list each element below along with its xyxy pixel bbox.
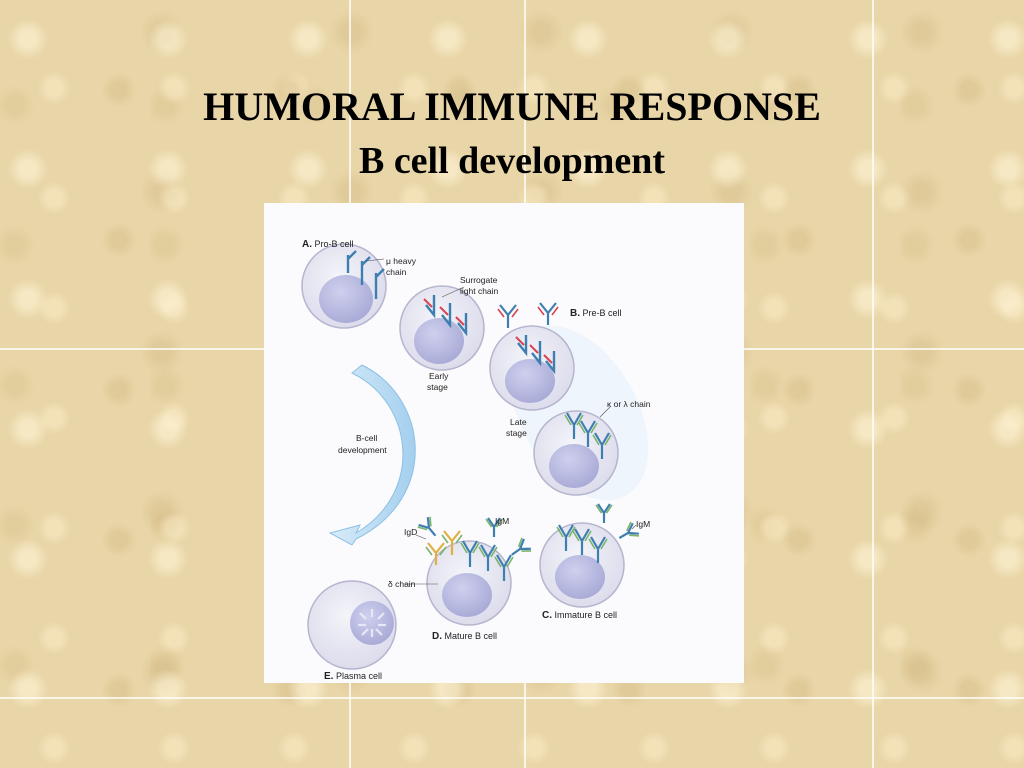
early-stage-label: Early [429, 371, 449, 381]
panel-e-name: Plasma cell [336, 671, 382, 681]
pro-b-cell [301, 243, 387, 329]
panel-c-name: Immature B cell [555, 610, 618, 620]
svg-text:A. Pro-B cell: A. Pro-B cell [302, 239, 354, 250]
svg-text:E. Plasma cell: E. Plasma cell [324, 671, 382, 682]
pre-b-cell-early [399, 285, 485, 371]
plasma-cell [307, 580, 397, 670]
panel-a-name: Pro-B cell [315, 239, 354, 249]
svg-text:D. Mature B cell: D. Mature B cell [432, 631, 497, 642]
b-cell-development-figure: A. Pro-B cell μ heavy chain Surrogate li… [264, 203, 744, 683]
bcell-development-label-2: development [338, 445, 387, 455]
panel-d-name: Mature B cell [445, 631, 498, 641]
late-stage-label-2: stage [506, 428, 527, 438]
mu-heavy-label: μ heavy [386, 256, 417, 266]
immature-b-cell [539, 502, 641, 608]
panel-b-letter: B. [570, 308, 580, 319]
panel-a-letter: A. [302, 239, 312, 250]
kappa-lambda-label: κ or λ chain [607, 399, 651, 409]
early-stage-label-2: stage [427, 382, 448, 392]
surrogate-label: Surrogate [460, 275, 498, 285]
pre-b-cell [489, 302, 575, 411]
slide-title: HUMORAL IMMUNE RESPONSE [203, 84, 821, 129]
igm-mature-label: IgM [495, 516, 509, 526]
surrogate-label-2: light chain [460, 286, 499, 296]
delta-chain-label: δ chain [388, 579, 416, 589]
igd-label: IgD [404, 527, 417, 537]
igm-immature-label: IgM [636, 519, 650, 529]
svg-text:C. Immature B cell: C. Immature B cell [542, 610, 617, 621]
late-stage-label: Late [510, 417, 527, 427]
pre-b-cell-late [533, 406, 619, 496]
development-arrow [328, 364, 416, 546]
mu-heavy-label-2: chain [386, 267, 407, 277]
panel-c-letter: C. [542, 610, 552, 621]
svg-text:B. Pre-B cell: B. Pre-B cell [570, 308, 622, 319]
slide-subtitle: B cell development [358, 140, 666, 182]
panel-e-letter: E. [324, 671, 334, 682]
panel-d-letter: D. [432, 631, 442, 642]
bcell-development-label: B-cell [356, 433, 377, 443]
panel-b-name: Pre-B cell [583, 308, 622, 318]
mature-b-cell [404, 514, 534, 626]
